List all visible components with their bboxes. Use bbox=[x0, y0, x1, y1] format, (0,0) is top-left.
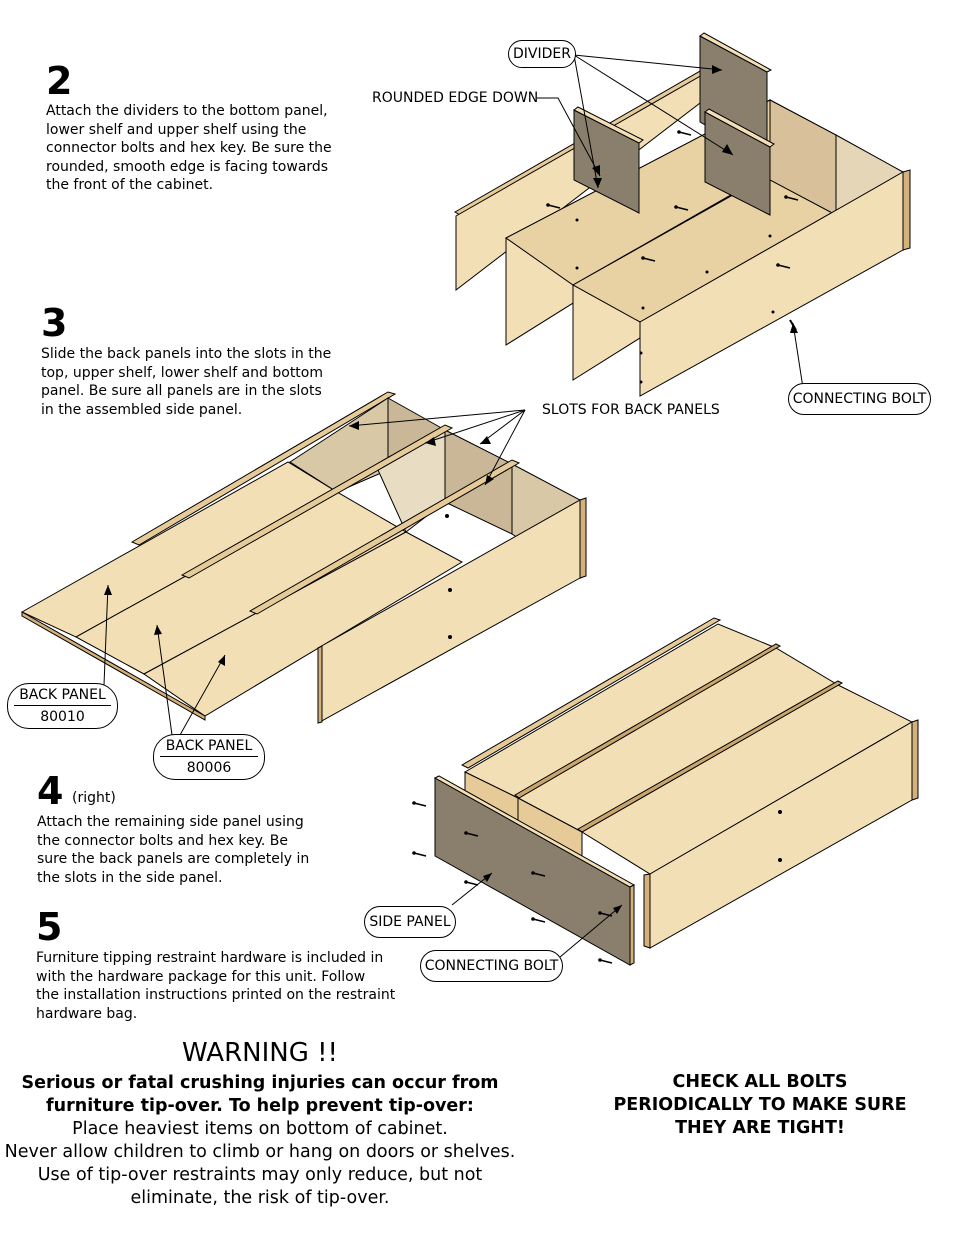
step2-number: 2 bbox=[46, 59, 73, 103]
step5-instructions: Furniture tipping restraint hardware is … bbox=[36, 950, 396, 1022]
connecting-bolt-label-bottom: CONNECTING BOLT bbox=[420, 950, 563, 982]
back-panel-label-80006: BACK PANEL 80006 bbox=[153, 734, 265, 780]
step3-number: 3 bbox=[41, 301, 68, 345]
step2-instructions: Attach the dividers to the bottom panel,… bbox=[46, 103, 332, 193]
back-panel-80006-b bbox=[143, 531, 464, 717]
slots-label: SLOTS FOR BACK PANELS bbox=[542, 402, 720, 418]
warning-line: Place heaviest items on bottom of cabine… bbox=[72, 1119, 448, 1139]
warning-line: eliminate, the risk of tip-over. bbox=[130, 1188, 390, 1208]
warning-bold-line: Serious or fatal crushing injuries can o… bbox=[21, 1073, 499, 1093]
step3-instructions: Slide the back panels into the slots in … bbox=[41, 346, 332, 418]
check-bolts-notice: CHECK ALL BOLTS PERIODICALLY TO MAKE SUR… bbox=[613, 1072, 907, 1138]
divider-label: DIVIDER bbox=[508, 40, 576, 68]
step2-drawing bbox=[454, 32, 911, 397]
step4-note: (right) bbox=[72, 790, 116, 806]
connecting-bolt-label-top: CONNECTING BOLT bbox=[788, 383, 931, 415]
warning-line: Never allow children to climb or hang on… bbox=[4, 1142, 516, 1162]
back-panel-part-number: 80010 bbox=[40, 709, 85, 725]
warning-line: Use of tip-over restraints may only redu… bbox=[37, 1165, 483, 1185]
back-panel-name: BACK PANEL bbox=[160, 735, 258, 757]
warning-title: WARNING !! bbox=[182, 1038, 338, 1068]
step4-number: 4 bbox=[37, 769, 64, 813]
step4-instructions: Attach the remaining side panel using th… bbox=[37, 814, 310, 886]
back-panel-label-80010: BACK PANEL 80010 bbox=[7, 683, 118, 729]
side-panel-label: SIDE PANEL bbox=[364, 906, 456, 938]
warning-bold-line: furniture tip-over. To help prevent tip-… bbox=[46, 1096, 474, 1116]
back-panel-name: BACK PANEL bbox=[14, 684, 111, 706]
step5-number: 5 bbox=[36, 905, 63, 949]
rounded-edge-label: ROUNDED EDGE DOWN bbox=[372, 90, 539, 106]
back-panel-part-number: 80006 bbox=[186, 760, 232, 776]
warning-body: Serious or fatal crushing injuries can o… bbox=[0, 1072, 520, 1210]
step3-drawing bbox=[20, 391, 587, 736]
step4-drawing bbox=[411, 617, 919, 966]
